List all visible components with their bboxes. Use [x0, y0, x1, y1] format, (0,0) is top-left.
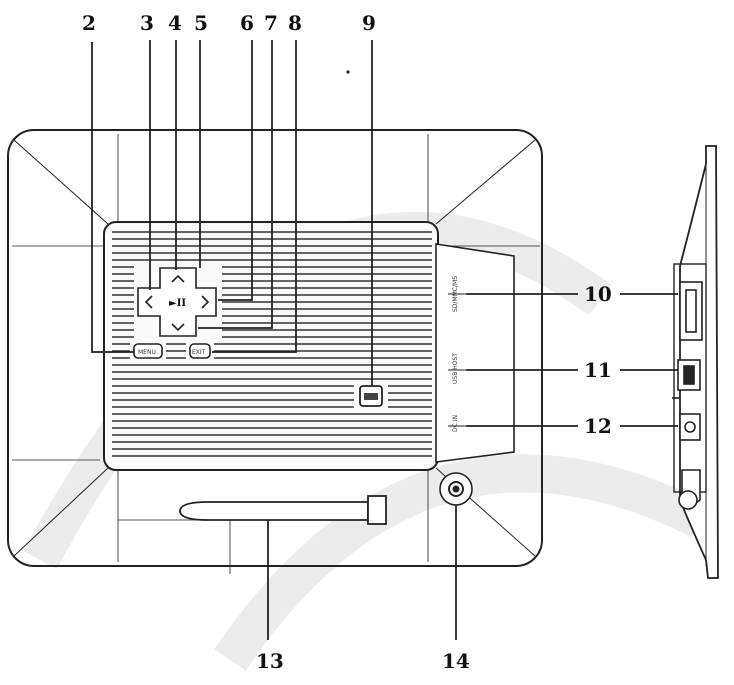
- dc-in-jack[interactable]: [679, 413, 701, 441]
- exit-button[interactable]: EXIT: [189, 343, 211, 359]
- callout-10: 10: [584, 282, 612, 306]
- down-arrow-icon[interactable]: [171, 323, 185, 332]
- left-arrow-icon[interactable]: [144, 295, 153, 309]
- up-arrow-icon[interactable]: [171, 274, 185, 283]
- usb-port[interactable]: [677, 359, 701, 391]
- callout-9: 9: [362, 11, 376, 35]
- callout-7: 7: [264, 11, 278, 35]
- wall-mount-hole: [439, 472, 473, 506]
- power-switch[interactable]: [359, 385, 383, 407]
- callout-2: 2: [82, 11, 96, 35]
- port-label-usb: USB HOST: [452, 353, 459, 384]
- svg-text:MENU: MENU: [138, 349, 156, 356]
- sd-card-slot[interactable]: [679, 281, 703, 341]
- play-pause-button[interactable]: ►II: [169, 298, 186, 309]
- callout-numbers: 2 3 4 5 6 7 8 9 10 11 12 13 14: [82, 11, 612, 673]
- callout-13: 13: [256, 649, 284, 673]
- callout-11: 11: [584, 358, 612, 382]
- speck: [346, 70, 350, 74]
- right-arrow-icon[interactable]: [201, 295, 210, 309]
- callout-8: 8: [288, 11, 302, 35]
- svg-text:EXIT: EXIT: [192, 349, 206, 356]
- side-stand: [672, 397, 701, 510]
- dpad[interactable]: [137, 267, 217, 337]
- port-labels: SD/MMC/MS USB HOST DC IN: [452, 276, 459, 432]
- callout-4: 4: [168, 11, 182, 35]
- port-label-dc: DC IN: [452, 415, 459, 432]
- menu-button[interactable]: MENU: [133, 343, 163, 359]
- leader-lines: [91, 40, 678, 640]
- callout-5: 5: [194, 11, 208, 35]
- callout-14: 14: [442, 649, 470, 673]
- callout-6: 6: [240, 11, 254, 35]
- callout-12: 12: [584, 414, 612, 438]
- stand: [118, 495, 387, 574]
- port-label-sd: SD/MMC/MS: [452, 276, 459, 312]
- callout-3: 3: [140, 11, 154, 35]
